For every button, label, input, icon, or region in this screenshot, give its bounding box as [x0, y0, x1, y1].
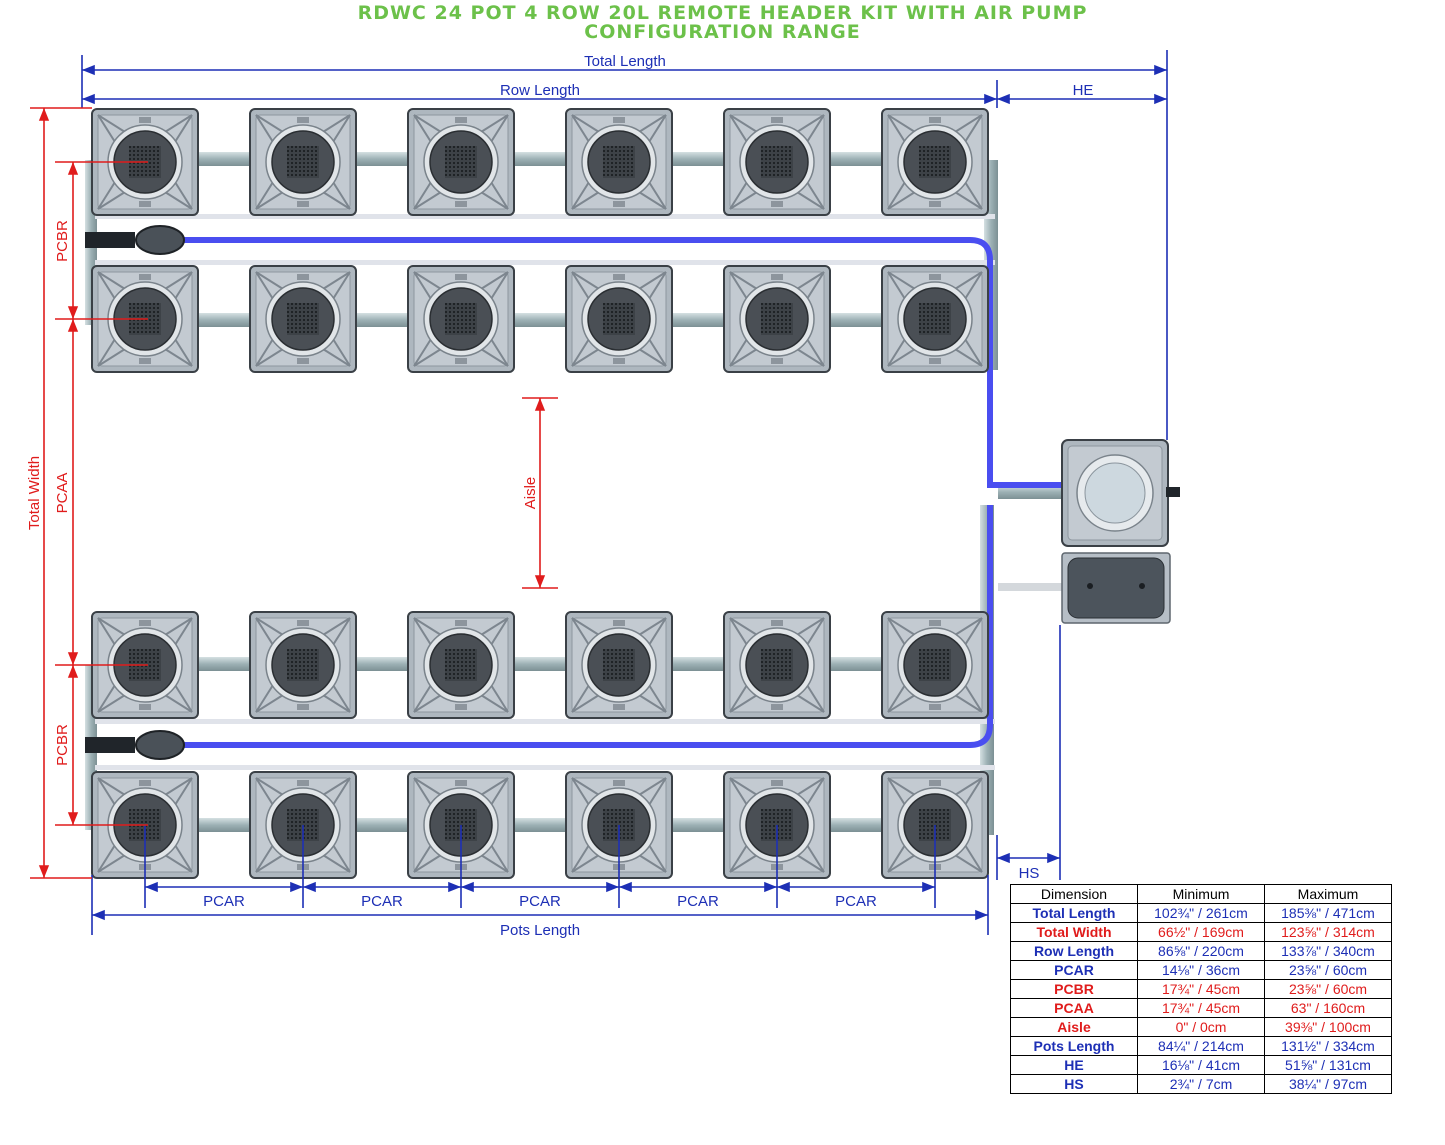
label-pcar-4: PCAR [677, 893, 719, 910]
table-cell-max: 38¼" / 97cm [1264, 1074, 1392, 1094]
pot-r1-c4 [565, 108, 673, 216]
pot-r2-c3 [407, 265, 515, 373]
pot-r2-c5 [723, 265, 831, 373]
table-cell-min: 86⅝" / 220cm [1137, 941, 1265, 961]
table-cell-name: Total Width [1010, 922, 1138, 942]
label-row-length: Row Length [500, 82, 580, 99]
table-cell-max: 123⅝" / 314cm [1264, 922, 1392, 942]
pot-r1-c3 [407, 108, 515, 216]
pot-r3-c6 [881, 611, 989, 719]
table-cell-min: 14⅛" / 36cm [1137, 960, 1265, 980]
table-cell-name: PCBR [1010, 979, 1138, 999]
table-cell-min: 84¼" / 214cm [1137, 1036, 1265, 1056]
table-cell-name: HS [1010, 1074, 1138, 1094]
table-cell-max: 131½" / 334cm [1264, 1036, 1392, 1056]
label-aisle: Aisle [522, 477, 539, 510]
pot-r2-c6 [881, 265, 989, 373]
pot-r2-c2 [249, 265, 357, 373]
label-total-length: Total Length [584, 53, 666, 70]
table-cell-min: 66½" / 169cm [1137, 922, 1265, 942]
table-cell-name: HE [1010, 1055, 1138, 1075]
label-pcar-1: PCAR [203, 893, 245, 910]
table-header-maximum: Maximum [1264, 884, 1392, 904]
row-pipes [85, 152, 1062, 835]
label-pcar-3: PCAR [519, 893, 561, 910]
label-pcbr-top: PCBR [54, 220, 71, 262]
table-cell-max: 51⅝" / 131cm [1264, 1055, 1392, 1075]
table-cell-name: PCAR [1010, 960, 1138, 980]
table-cell-name: Row Length [1010, 941, 1138, 961]
table-cell-name: Pots Length [1010, 1036, 1138, 1056]
diagram-title: RDWC 24 POT 4 ROW 20L REMOTE HEADER KIT … [357, 2, 1088, 24]
table-cell-min: 17¾" / 45cm [1137, 998, 1265, 1018]
pot-r2-c4 [565, 265, 673, 373]
table-cell-max: 185⅜" / 471cm [1264, 903, 1392, 923]
table-cell-max: 133⅞" / 340cm [1264, 941, 1392, 961]
table-cell-max: 39⅜" / 100cm [1264, 1017, 1392, 1037]
pot-r3-c3 [407, 611, 515, 719]
table-cell-min: 2¾" / 7cm [1137, 1074, 1265, 1094]
table-cell-name: Total Length [1010, 903, 1138, 923]
pot-r1-c6 [881, 108, 989, 216]
table-cell-min: 17¾" / 45cm [1137, 979, 1265, 999]
table-cell-name: PCAA [1010, 998, 1138, 1018]
table-cell-max: 23⅝" / 60cm [1264, 960, 1392, 980]
label-pcbr-bottom: PCBR [54, 724, 71, 766]
pot-r1-c5 [723, 108, 831, 216]
pot-r3-c2 [249, 611, 357, 719]
diagram-subtitle: CONFIGURATION RANGE [584, 21, 861, 43]
table-cell-min: 0" / 0cm [1137, 1017, 1265, 1037]
label-pcaa: PCAA [54, 473, 71, 514]
air-lines [170, 237, 1062, 748]
table-header-dimension: Dimension [1010, 884, 1138, 904]
pot-r3-c5 [723, 611, 831, 719]
dimension-lines [30, 50, 1168, 935]
label-he: HE [1073, 82, 1094, 99]
label-pcar-5: PCAR [835, 893, 877, 910]
table-cell-min: 16⅛" / 41cm [1137, 1055, 1265, 1075]
table-header-row: Dimension Minimum Maximum [1010, 884, 1392, 904]
table-cell-name: Aisle [1010, 1017, 1138, 1037]
table-cell-min: 102¾" / 261cm [1137, 903, 1265, 923]
label-hs: HS [1019, 865, 1040, 882]
pot-r1-c2 [249, 108, 357, 216]
label-pots-length: Pots Length [500, 922, 580, 939]
dimension-labels: Total Length Row Length HE HS Pots Lengt… [26, 53, 1093, 939]
table-header-minimum: Minimum [1137, 884, 1265, 904]
air-stones [85, 225, 185, 760]
label-pcar-2: PCAR [361, 893, 403, 910]
label-total-width: Total Width [26, 456, 43, 530]
air-pump [1061, 552, 1171, 624]
table-cell-max: 63" / 160cm [1264, 998, 1392, 1018]
pot-r3-c4 [565, 611, 673, 719]
table-cell-max: 23⅝" / 60cm [1264, 979, 1392, 999]
header-tank [1061, 439, 1180, 547]
